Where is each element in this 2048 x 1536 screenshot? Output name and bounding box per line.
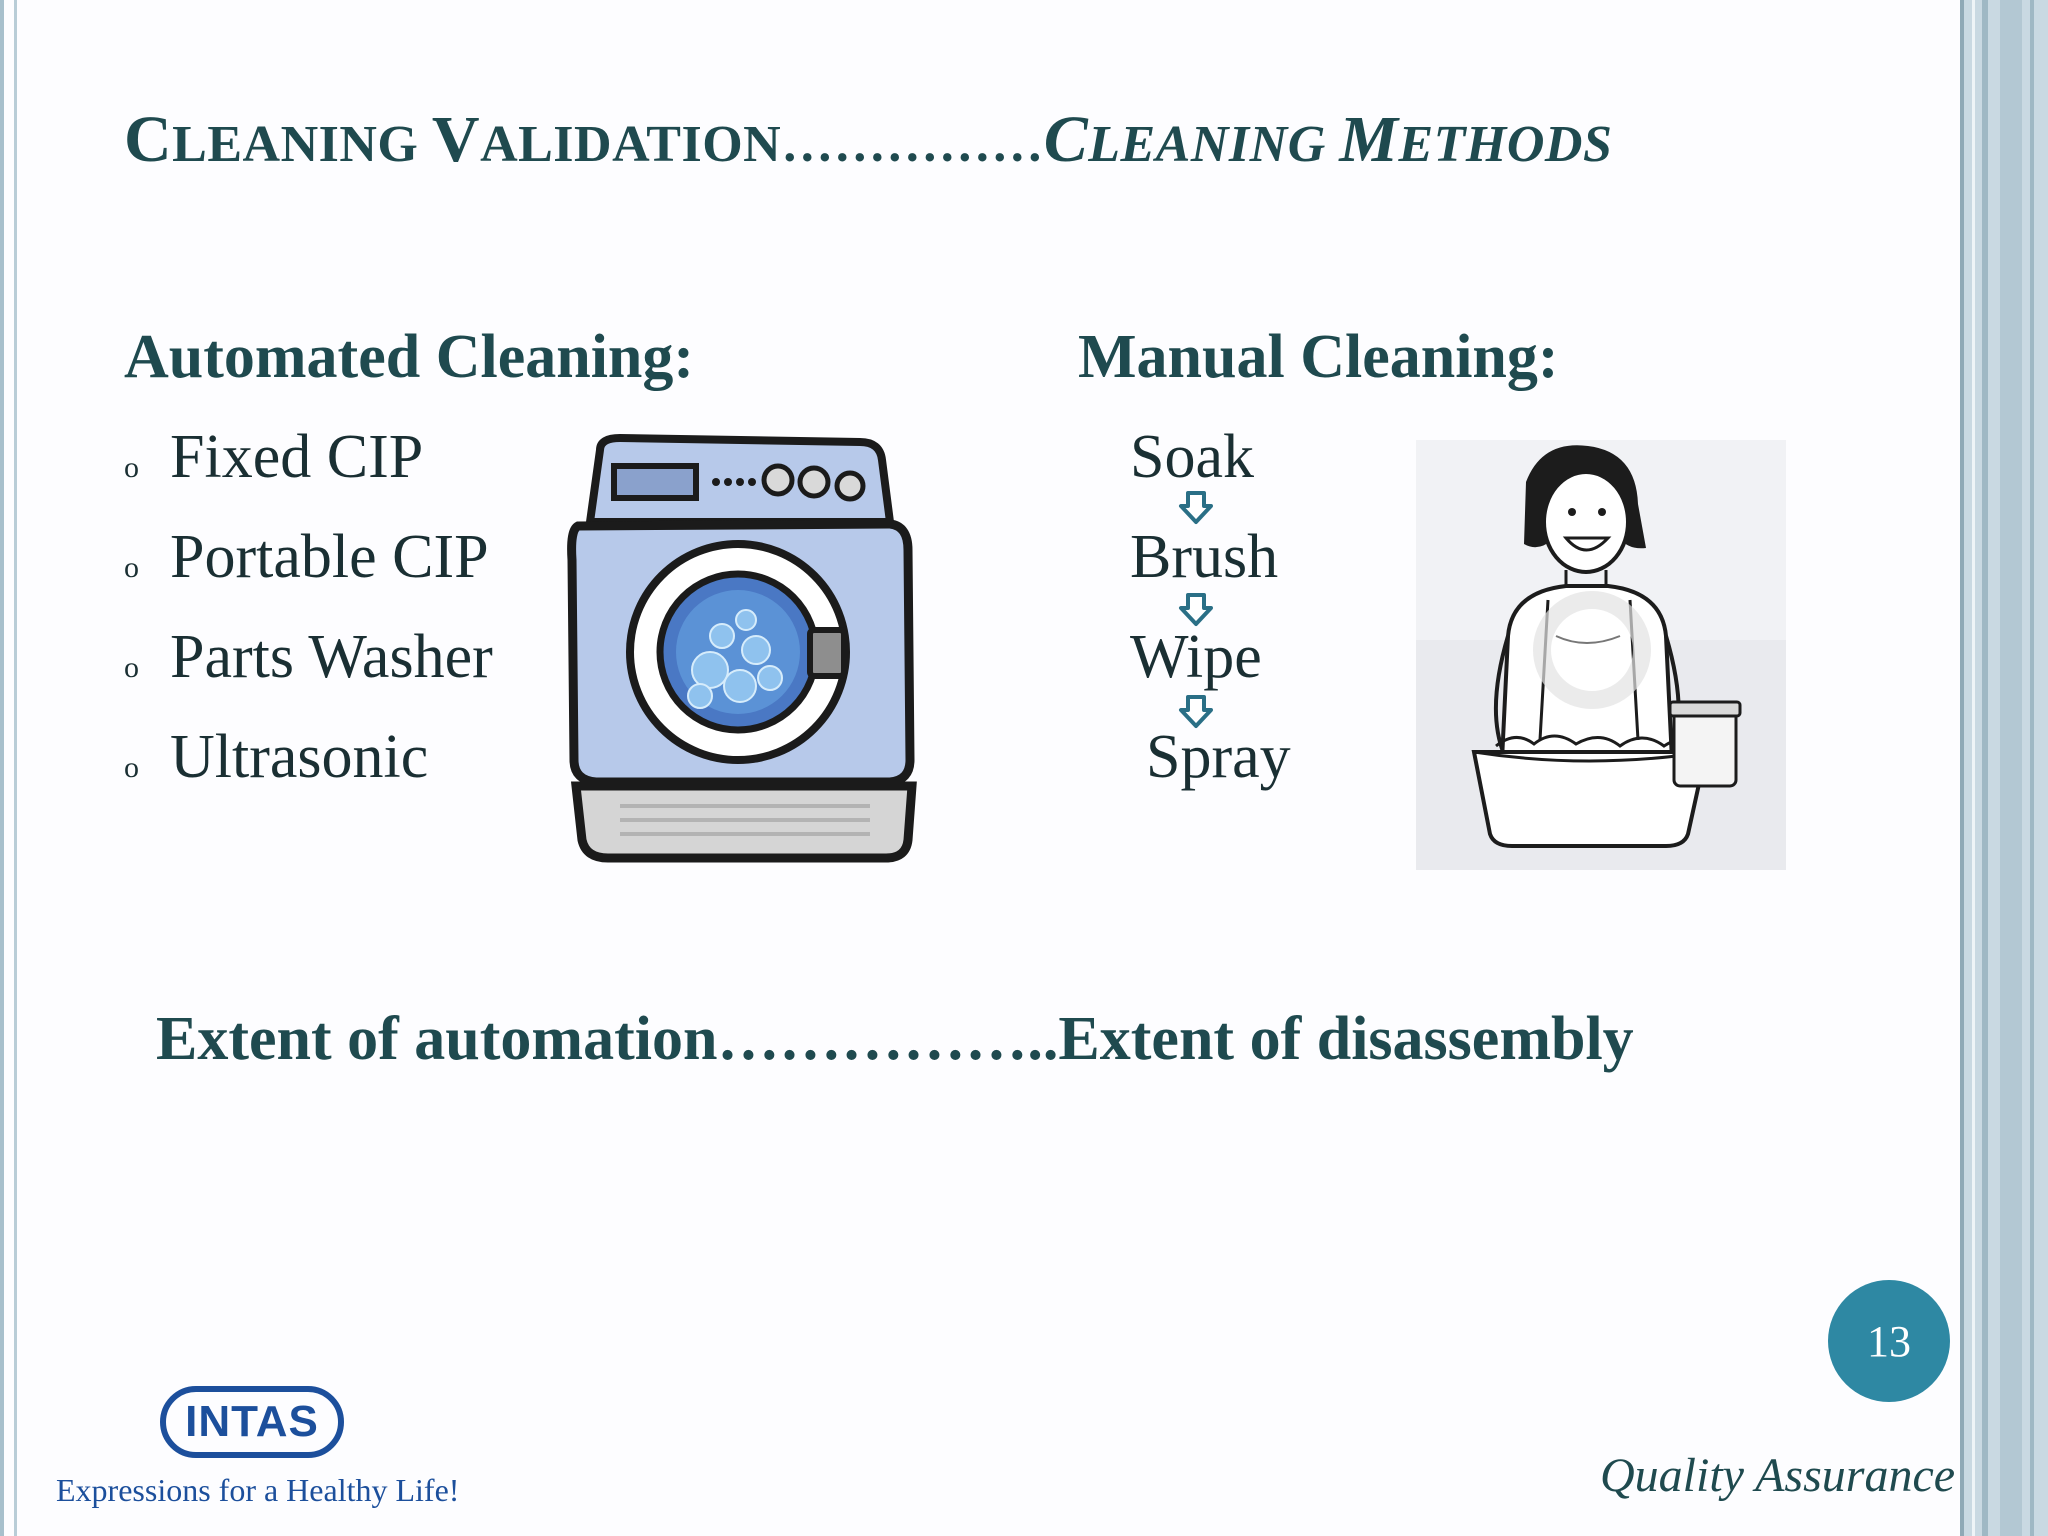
frame-line xyxy=(1972,0,1975,1536)
intas-logo: INTAS xyxy=(160,1386,344,1458)
title-rest: LEANING xyxy=(1088,116,1340,173)
bullet-icon: o xyxy=(124,451,139,484)
down-arrow-icon xyxy=(1179,593,1213,626)
page-number: 13 xyxy=(1867,1316,1911,1366)
list-item-label: Ultrasonic xyxy=(170,723,429,791)
footer-department: Quality Assurance xyxy=(1600,1449,1956,1502)
down-arrow-icon xyxy=(1179,695,1213,728)
title-cap: C xyxy=(124,103,173,176)
step-label: Wipe xyxy=(1130,623,1262,691)
frame-border-left-inner xyxy=(14,0,17,1536)
title-rest: LEANING xyxy=(172,116,432,173)
extent-statement: Extent of automation……………..Extent of dis… xyxy=(156,1005,1634,1073)
washing-machine-illustration xyxy=(567,434,917,863)
person-washing-illustration xyxy=(1416,440,1786,870)
bullet-icon: o xyxy=(124,751,139,784)
manual-heading: Manual Cleaning: xyxy=(1078,323,1559,391)
step-label: Soak xyxy=(1130,423,1254,491)
title-rest: ALIDATION xyxy=(480,116,782,173)
automated-heading: Automated Cleaning: xyxy=(124,323,695,391)
title-dots: …………… xyxy=(781,116,1044,173)
bullet-icon: o xyxy=(124,651,139,684)
frame-border-left xyxy=(0,0,4,1536)
bullet-icon: o xyxy=(124,551,139,584)
slide-title: CLEANING VALIDATION……………CLEANING METHODS xyxy=(124,102,1612,178)
list-item-label: Parts Washer xyxy=(170,623,493,691)
list-item: o Portable CIP xyxy=(124,522,489,593)
logo-text: INTAS xyxy=(185,1397,319,1446)
title-cap: M xyxy=(1339,103,1399,176)
page-number-badge: 13 xyxy=(1828,1280,1950,1402)
step-label: Brush xyxy=(1130,523,1279,591)
frame-line xyxy=(2000,0,2022,1536)
step-label: Spray xyxy=(1146,723,1291,791)
list-item-label: Portable CIP xyxy=(170,523,489,591)
list-item: o Parts Washer xyxy=(124,622,493,693)
frame-line xyxy=(1982,0,1988,1536)
down-arrow-icon xyxy=(1179,491,1213,524)
list-item: o Fixed CIP xyxy=(124,422,423,493)
frame-line xyxy=(2030,0,2034,1536)
title-cap: V xyxy=(431,103,481,176)
frame-line xyxy=(1960,0,1964,1536)
title-rest: ETHODS xyxy=(1398,116,1613,173)
list-item: o Ultrasonic xyxy=(124,722,428,793)
logo-tagline: Expressions for a Healthy Life! xyxy=(56,1472,460,1508)
title-cap: C xyxy=(1043,103,1089,176)
list-item-label: Fixed CIP xyxy=(170,423,424,491)
